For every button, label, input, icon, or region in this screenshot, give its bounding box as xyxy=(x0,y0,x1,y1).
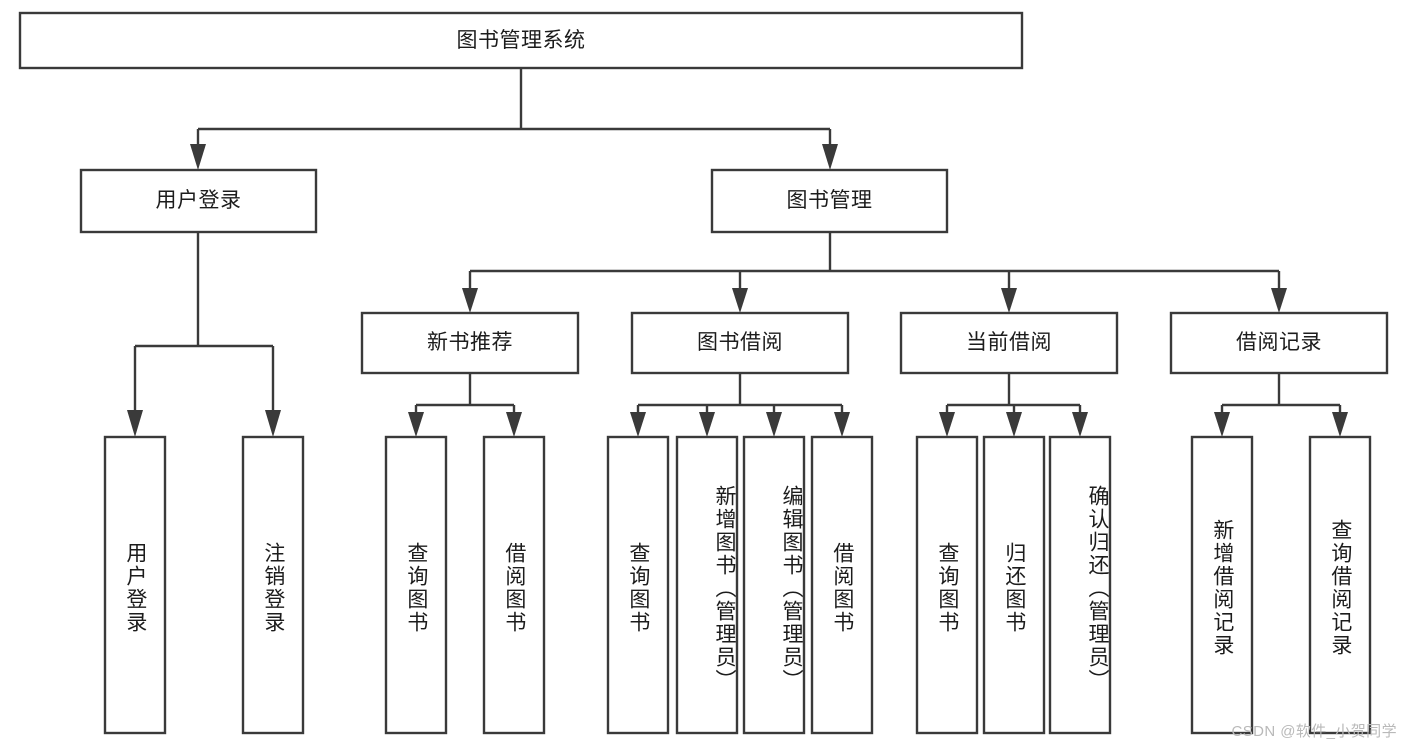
connector-root-to-level1 xyxy=(190,68,838,170)
node-box-book-manage[interactable] xyxy=(710,168,949,234)
arrow-head-leaf-logout xyxy=(265,410,281,437)
arrow-head-new-book-recommend xyxy=(462,288,478,313)
node-box-user-login[interactable] xyxy=(79,168,318,234)
node-box-leaf-query-borrow-record[interactable] xyxy=(1308,435,1372,735)
node-box-leaf-query-book-1[interactable] xyxy=(384,435,448,735)
arrow-head-leaf-return-book xyxy=(1006,412,1022,437)
node-box-book-borrow[interactable] xyxy=(630,311,850,375)
arrow-head-book-borrow xyxy=(732,288,748,313)
arrow-head-leaf-borrow-book-2 xyxy=(834,412,850,437)
node-box-leaf-query-book-2[interactable] xyxy=(606,435,670,735)
arrow-head-current-borrow xyxy=(1001,288,1017,313)
arrow-head-leaf-confirm-return-admin xyxy=(1072,412,1088,437)
connector-new-book-recommend-to-leaves xyxy=(408,373,522,437)
connector-user-login-to-leaves xyxy=(127,232,281,437)
arrow-head-leaf-query-book-3 xyxy=(939,412,955,437)
arrow-head-leaf-user-login xyxy=(127,410,143,437)
connector-book-manage-to-level2 xyxy=(462,232,1287,313)
arrow-head-leaf-borrow-book-1 xyxy=(506,412,522,437)
arrow-head-book-manage xyxy=(822,144,838,170)
arrow-head-borrow-record xyxy=(1271,288,1287,313)
arrow-head-leaf-add-book-admin xyxy=(699,412,715,437)
node-box-leaf-add-book-admin[interactable] xyxy=(675,435,739,735)
node-box-leaf-query-book-3[interactable] xyxy=(915,435,979,735)
arrow-head-leaf-edit-book-admin xyxy=(766,412,782,437)
arrow-head-leaf-query-book-1 xyxy=(408,412,424,437)
connector-book-borrow-to-leaves xyxy=(630,373,850,437)
node-box-leaf-add-borrow-record[interactable] xyxy=(1190,435,1254,735)
arrow-head-user-login xyxy=(190,144,206,170)
node-box-leaf-edit-book-admin[interactable] xyxy=(742,435,806,735)
arrow-head-leaf-query-book-2 xyxy=(630,412,646,437)
node-box-borrow-record[interactable] xyxy=(1169,311,1389,375)
node-box-current-borrow[interactable] xyxy=(899,311,1119,375)
node-box-leaf-user-login[interactable] xyxy=(103,435,167,735)
node-box-leaf-confirm-return-admin[interactable] xyxy=(1048,435,1112,735)
node-box-root[interactable] xyxy=(18,11,1024,70)
node-box-new-book-recommend[interactable] xyxy=(360,311,580,375)
connector-borrow-record-to-leaves xyxy=(1214,373,1348,437)
connector-current-borrow-to-leaves xyxy=(939,373,1088,437)
node-box-leaf-borrow-book-2[interactable] xyxy=(810,435,874,735)
arrow-head-leaf-query-borrow-record xyxy=(1332,412,1348,437)
node-box-leaf-borrow-book-1[interactable] xyxy=(482,435,546,735)
arrow-head-leaf-add-borrow-record xyxy=(1214,412,1230,437)
node-box-leaf-logout[interactable] xyxy=(241,435,305,735)
node-box-leaf-return-book[interactable] xyxy=(982,435,1046,735)
